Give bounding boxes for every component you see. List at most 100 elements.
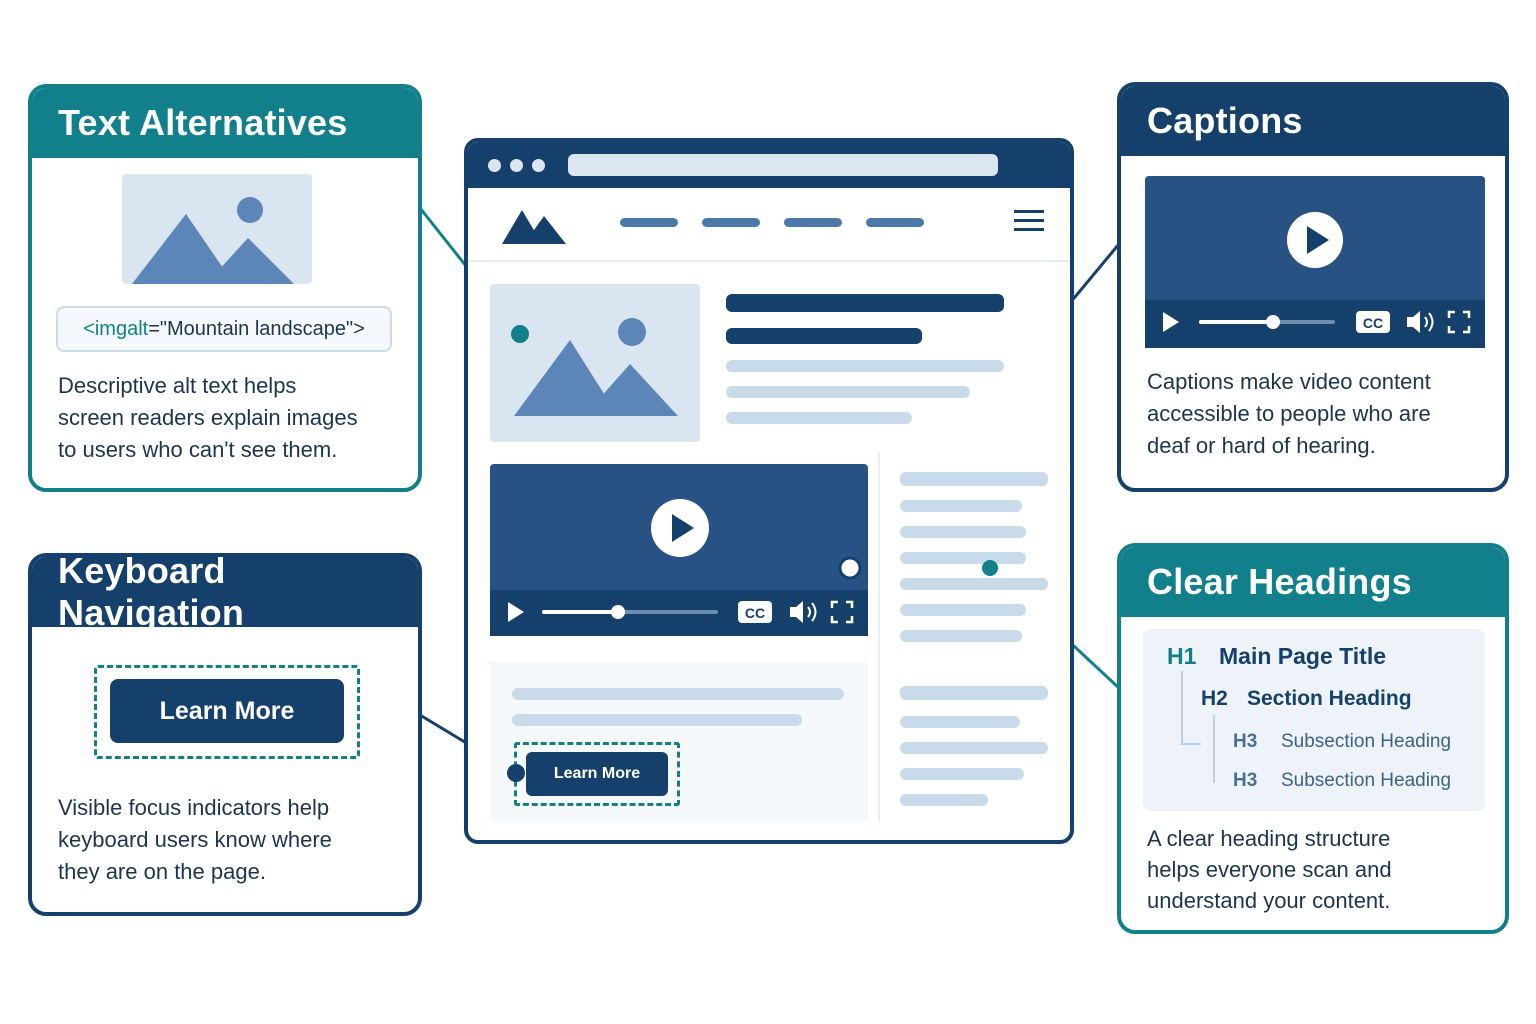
- outline-connector: [1181, 671, 1201, 745]
- play-icon[interactable]: [508, 602, 524, 622]
- card-title: Keyboard Navigation: [32, 557, 418, 633]
- play-button[interactable]: [1287, 212, 1343, 268]
- nav-divider: [468, 260, 1070, 262]
- description-line: to users who can't see them.: [58, 437, 338, 462]
- description-line: Descriptive alt text helps: [58, 373, 297, 398]
- description-line: Visible focus indicators help: [58, 795, 330, 820]
- heading-h2: H2 Section Heading: [1201, 687, 1412, 711]
- sidebar-line: [900, 742, 1048, 754]
- window-dot: [510, 159, 523, 172]
- heading-h1: H1 Main Page Title: [1167, 643, 1386, 670]
- play-button[interactable]: [651, 499, 709, 557]
- description-line: accessible to people who are: [1147, 401, 1431, 426]
- heading-tag: H2: [1201, 687, 1228, 710]
- card-title: Captions: [1121, 86, 1505, 156]
- nav-link[interactable]: [702, 218, 760, 227]
- outline-connector: [1213, 715, 1231, 783]
- hamburger-menu-icon[interactable]: [1014, 208, 1044, 234]
- content-image: [490, 284, 700, 442]
- text-alternatives-card: Text Alternatives <img alt="Mountain lan…: [28, 84, 422, 492]
- progress-fill: [1199, 320, 1273, 324]
- nav-link[interactable]: [866, 218, 924, 227]
- url-bar[interactable]: [568, 154, 998, 176]
- mountain-image-icon: [122, 174, 312, 284]
- heading-tag: H3: [1233, 731, 1258, 752]
- description-line: keyboard users know where: [58, 827, 332, 852]
- sidebar-line: [900, 578, 1048, 590]
- heading-tag: H1: [1167, 643, 1197, 669]
- card-title: Text Alternatives: [32, 88, 418, 158]
- window-dot: [532, 159, 545, 172]
- learn-more-button[interactable]: Learn More: [526, 752, 668, 796]
- focus-indicator: [94, 665, 360, 759]
- keyboard-navigation-card: Keyboard Navigation Learn More Visible f…: [28, 553, 422, 916]
- heading-text: Subsection Heading: [1281, 770, 1452, 791]
- progress-fill: [542, 610, 618, 614]
- code-value: ="Mountain landscape">: [148, 317, 365, 340]
- volume-icon[interactable]: [790, 601, 817, 623]
- sidebar-line: [900, 472, 1048, 486]
- text-line: [512, 714, 802, 726]
- heading-outline: H1 Main Page Title H2 Section Heading H3…: [1143, 629, 1485, 811]
- heading-h3: H3 Subsection Heading: [1233, 731, 1451, 753]
- progress-handle[interactable]: [1266, 315, 1280, 329]
- mountain-image-icon: [514, 318, 678, 416]
- volume-icon[interactable]: [1407, 311, 1434, 333]
- sidebar-line: [900, 526, 1026, 538]
- sidebar-line: [900, 794, 988, 806]
- card-description: Visible focus indicators help keyboard u…: [58, 792, 332, 888]
- heading-text: Main Page Title: [1219, 643, 1387, 669]
- heading-text: Section Heading: [1247, 687, 1412, 710]
- browser-mockup: CC Learn More: [464, 138, 1074, 844]
- browser-titlebar: [468, 142, 1070, 188]
- headline-line: [726, 328, 922, 344]
- description-line: A clear heading structure: [1147, 826, 1391, 851]
- sidebar-line: [900, 768, 1024, 780]
- column-divider: [878, 452, 880, 822]
- headline-line: [726, 294, 1004, 312]
- card-description: Captions make video content accessible t…: [1147, 366, 1431, 462]
- description-line: they are on the page.: [58, 859, 266, 884]
- logo-mountain-icon[interactable]: [502, 206, 568, 244]
- cc-label: CC: [745, 605, 765, 621]
- video-player[interactable]: CC: [1145, 176, 1485, 348]
- progress-handle[interactable]: [611, 605, 625, 619]
- alt-attribute-code: <img alt="Mountain landscape">: [56, 306, 392, 352]
- captions-card: Captions CC Captions make video content …: [1117, 82, 1509, 492]
- code-attr: alt: [127, 317, 149, 340]
- text-line: [726, 412, 912, 424]
- cc-label: CC: [1363, 315, 1383, 331]
- sidebar-line: [900, 716, 1020, 728]
- description-line: deaf or hard of hearing.: [1147, 433, 1376, 458]
- card-description: A clear heading structure helps everyone…: [1147, 823, 1392, 916]
- video-player[interactable]: CC: [490, 464, 868, 636]
- sidebar-line: [900, 500, 1022, 512]
- heading-tag: H3: [1233, 770, 1258, 791]
- sidebar-line: [900, 552, 1026, 564]
- cc-icon[interactable]: [738, 601, 772, 623]
- heading-h3: H3 Subsection Heading: [1233, 770, 1451, 792]
- sidebar-line: [900, 630, 1022, 642]
- nav-link[interactable]: [620, 218, 678, 227]
- nav-link[interactable]: [784, 218, 842, 227]
- clear-headings-card: Clear Headings H1 Main Page Title H2 Sec…: [1117, 543, 1509, 934]
- cc-icon[interactable]: [1356, 311, 1390, 333]
- fullscreen-icon[interactable]: [1447, 310, 1471, 334]
- sidebar-line: [900, 686, 1048, 700]
- text-line: [512, 688, 844, 700]
- description-line: screen readers explain images: [58, 405, 358, 430]
- code-tag: <img: [83, 317, 128, 340]
- fullscreen-icon[interactable]: [830, 600, 854, 624]
- play-icon[interactable]: [1163, 312, 1179, 332]
- description-line: Captions make video content: [1147, 369, 1431, 394]
- sidebar-line: [900, 604, 1026, 616]
- text-line: [726, 386, 970, 398]
- learn-more-button[interactable]: Learn More: [110, 679, 344, 743]
- description-line: helps everyone scan and: [1147, 857, 1392, 882]
- window-dot: [488, 159, 501, 172]
- text-line: [726, 360, 1004, 372]
- description-line: understand your content.: [1147, 888, 1391, 913]
- heading-text: Subsection Heading: [1281, 731, 1452, 752]
- card-title: Clear Headings: [1121, 547, 1505, 617]
- card-description: Descriptive alt text helps screen reader…: [58, 370, 358, 466]
